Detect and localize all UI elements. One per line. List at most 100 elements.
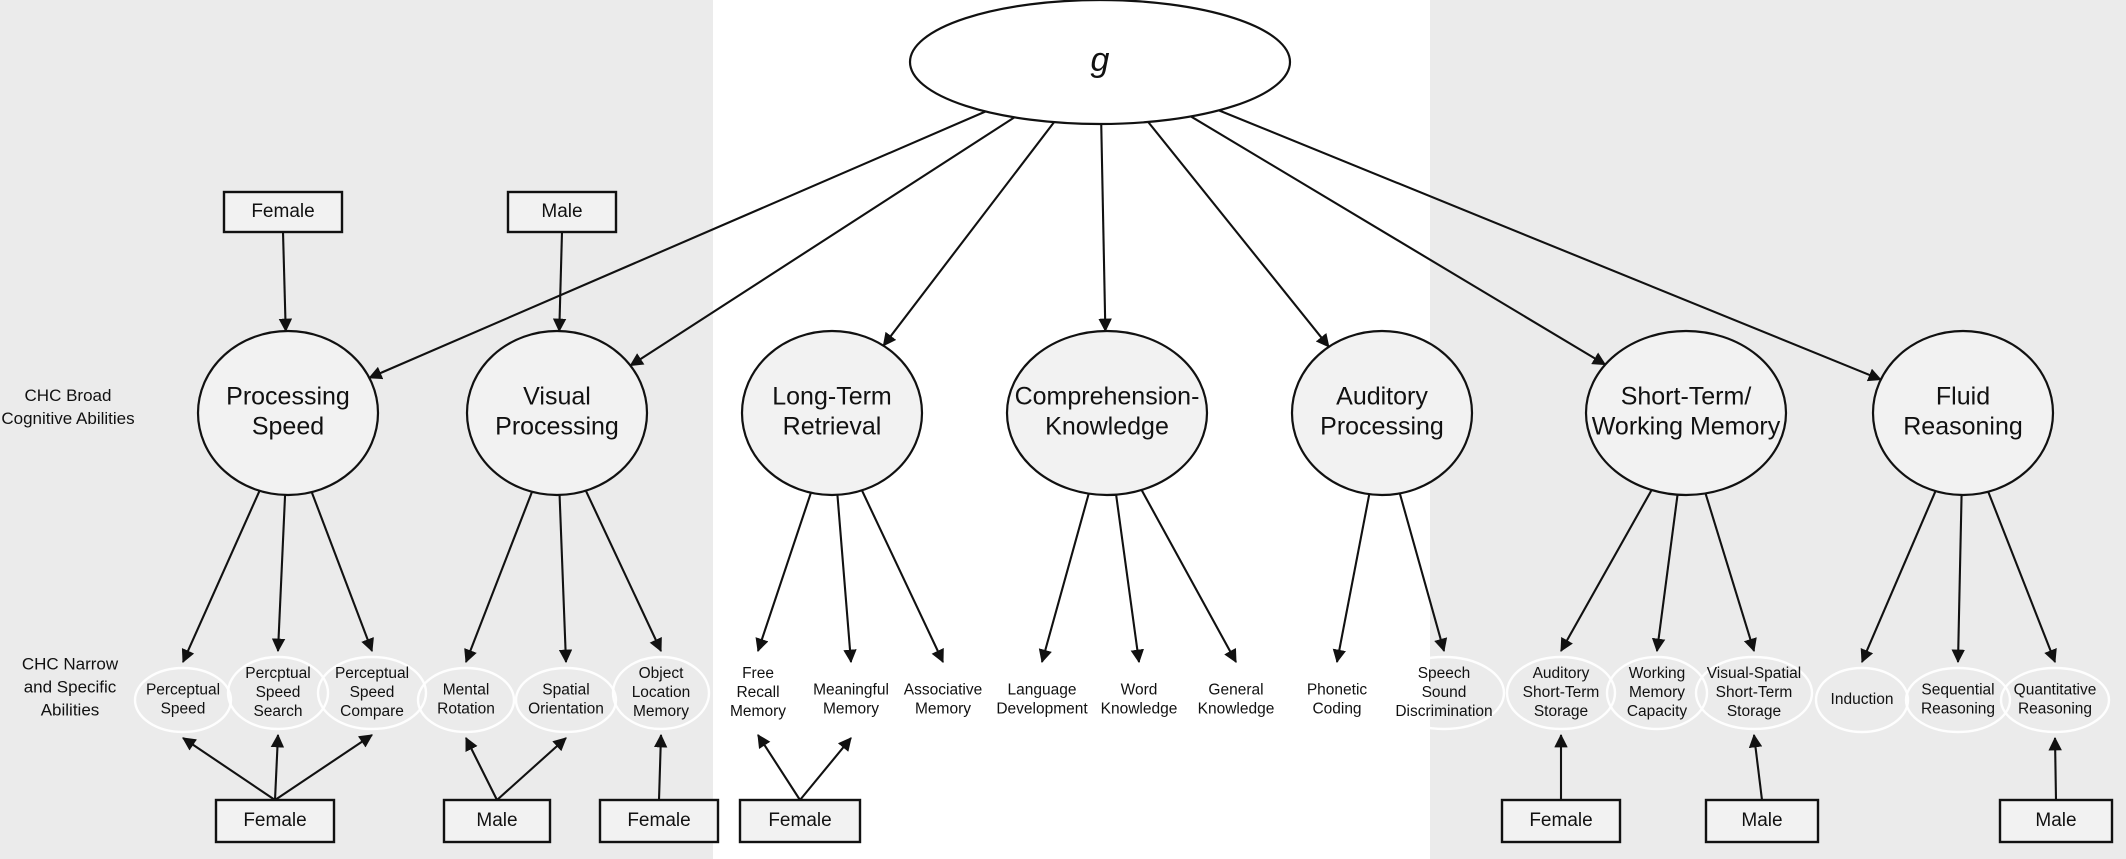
narrow-label-phonetic-coding-line: Coding xyxy=(1312,701,1361,718)
narrow-label-sequential-reasoning-line: Sequential xyxy=(1921,682,1994,699)
narrow-node-object-location-memory[interactable] xyxy=(611,655,711,731)
broad-node-comprehension-knowledge[interactable] xyxy=(1005,329,1209,497)
broad-node-visual-processing[interactable] xyxy=(465,329,649,497)
narrow-label-word-knowledge-line: Knowledge xyxy=(1101,701,1178,718)
narrow-label-language-development-line: Development xyxy=(996,701,1088,718)
link-bottom-female-processing-speed-to-percptual-speed-search xyxy=(270,733,285,801)
broad-label-comprehension-knowledge-line: Knowledge xyxy=(1045,413,1169,441)
link-g-to-short-term-working-memory xyxy=(1190,115,1607,366)
link-visual-processing-to-object-location-memory xyxy=(584,490,662,652)
broad-node-processing-speed[interactable] xyxy=(196,329,380,497)
broad-label-auditory-processing-line: Processing xyxy=(1320,413,1444,441)
row-label-row-narrow-line: Abilities xyxy=(41,700,100,719)
predictor-box-top-female-processing-speed[interactable] xyxy=(222,190,344,234)
predictor-box-bottom-male-visual-processing-label: Male xyxy=(476,810,517,831)
predictor-box-bottom-female-auditory-storage[interactable] xyxy=(1500,798,1622,844)
predictor-box-bottom-male-visual-spatial-storage-label: Male xyxy=(1741,810,1782,831)
link-bottom-female-processing-speed-to-perceptual-speed xyxy=(182,737,276,801)
narrow-node-working-memory-capacity[interactable] xyxy=(1605,655,1709,731)
broad-node-long-term-retrieval[interactable] xyxy=(740,329,924,497)
narrow-node-speech-sound-discrimination[interactable] xyxy=(1382,655,1506,731)
narrow-label-word-knowledge-line: Word xyxy=(1121,682,1158,699)
narrow-label-auditory-short-term-storage-line: Storage xyxy=(1534,703,1588,720)
narrow-node-perceptual-speed[interactable] xyxy=(133,666,233,734)
predictor-box-bottom-female-processing-speed[interactable] xyxy=(214,798,336,844)
narrow-label-free-recall-memory-line: Memory xyxy=(730,703,786,720)
narrow-label-percptual-speed-search-line: Percptual xyxy=(245,665,310,682)
predictor-box-bottom-male-visual-processing[interactable] xyxy=(442,798,552,844)
broad-node-fluid-reasoning[interactable] xyxy=(1871,329,2055,497)
narrow-label-object-location-memory-line: Location xyxy=(632,684,691,701)
predictor-box-bottom-male-visual-spatial-storage[interactable] xyxy=(1704,798,1820,844)
narrow-label-auditory-short-term-storage-line: Short-Term xyxy=(1523,684,1600,701)
narrow-label-visual-spatial-short-term-storage-line: Visual-Spatial xyxy=(1707,665,1802,682)
broad-label-fluid-reasoning-line: Fluid xyxy=(1936,383,1990,411)
narrow-label-general-knowledge-line: General xyxy=(1208,682,1263,699)
narrow-label-meaningful-memory-line: Meaningful xyxy=(813,682,889,699)
predictor-box-bottom-female-processing-speed-label: Female xyxy=(243,810,306,831)
predictor-box-bottom-female-object-location[interactable] xyxy=(598,798,720,844)
link-g-to-fluid-reasoning xyxy=(1218,109,1882,382)
predictor-box-bottom-male-quantitative-reasoning[interactable] xyxy=(1998,798,2114,844)
row-label-row-broad-line: CHC Broad xyxy=(25,386,112,405)
narrow-label-free-recall-memory-line: Recall xyxy=(736,684,779,701)
narrow-label-spatial-orientation-line: Orientation xyxy=(528,701,604,718)
link-comprehension-knowledge-to-word-knowledge xyxy=(1115,494,1144,664)
link-processing-speed-to-percptual-speed-search xyxy=(271,494,287,653)
general-factor-label-line: g xyxy=(1091,41,1110,79)
narrow-label-associative-memory-line: Memory xyxy=(915,701,971,718)
narrow-label-perceptual-speed-compare-line: Speed xyxy=(350,684,395,701)
broad-label-auditory-processing-line: Auditory xyxy=(1336,383,1428,411)
narrow-node-auditory-short-term-storage[interactable] xyxy=(1505,655,1617,731)
narrow-node-percptual-speed-search[interactable] xyxy=(226,655,330,731)
narrow-label-auditory-short-term-storage-line: Auditory xyxy=(1533,665,1590,682)
narrow-label-meaningful-memory-line: Memory xyxy=(823,701,879,718)
narrow-node-visual-spatial-short-term-storage[interactable] xyxy=(1694,655,1814,731)
link-top-female-processing-speed xyxy=(278,231,293,333)
narrow-label-working-memory-capacity-line: Working xyxy=(1629,665,1686,682)
link-bottom-male-visual-processing-to-mental-rotation xyxy=(465,737,498,801)
link-bottom-female-object-location-to-object-location-memory xyxy=(653,733,668,801)
general-factor-node xyxy=(908,0,1292,126)
narrow-node-quantitative-reasoning[interactable] xyxy=(1999,666,2111,734)
link-bottom-female-long-term-retrieval-to-free-recall-memory xyxy=(757,734,801,801)
broad-label-comprehension-knowledge: Comprehension-Knowledge xyxy=(1015,383,1200,441)
predictor-box-top-male-visual-processing[interactable] xyxy=(506,190,618,234)
narrow-label-speech-sound-discrimination-line: Discrimination xyxy=(1395,703,1492,720)
broad-label-short-term-working-memory-line: Working Memory xyxy=(1592,413,1781,441)
broad-node-short-term-working-memory[interactable] xyxy=(1584,329,1788,497)
link-g-to-comprehension-knowledge xyxy=(1098,123,1112,333)
predictor-box-bottom-female-long-term-retrieval[interactable] xyxy=(738,798,862,844)
narrow-label-speech-sound-discrimination-line: Sound xyxy=(1422,684,1467,701)
narrow-node-sequential-reasoning[interactable] xyxy=(1904,666,2012,734)
narrow-node-mental-rotation[interactable] xyxy=(416,666,516,734)
link-long-term-retrieval-to-free-recall-memory xyxy=(755,492,812,653)
narrow-node-perceptual-speed-compare[interactable] xyxy=(316,655,428,731)
predictor-box-bottom-female-auditory-storage-label: Female xyxy=(1529,810,1592,831)
narrow-node-spatial-orientation[interactable] xyxy=(514,666,618,734)
narrow-node-induction[interactable] xyxy=(1814,666,1910,734)
predictor-box-bottom-female-object-location-label: Female xyxy=(627,810,690,831)
broad-node-auditory-processing[interactable] xyxy=(1290,329,1474,497)
narrow-label-percptual-speed-search-line: Search xyxy=(253,703,302,720)
link-visual-processing-to-mental-rotation xyxy=(464,491,534,664)
link-bottom-male-visual-spatial-storage-to-visual-spatial-short-term-storage xyxy=(1748,733,1764,801)
